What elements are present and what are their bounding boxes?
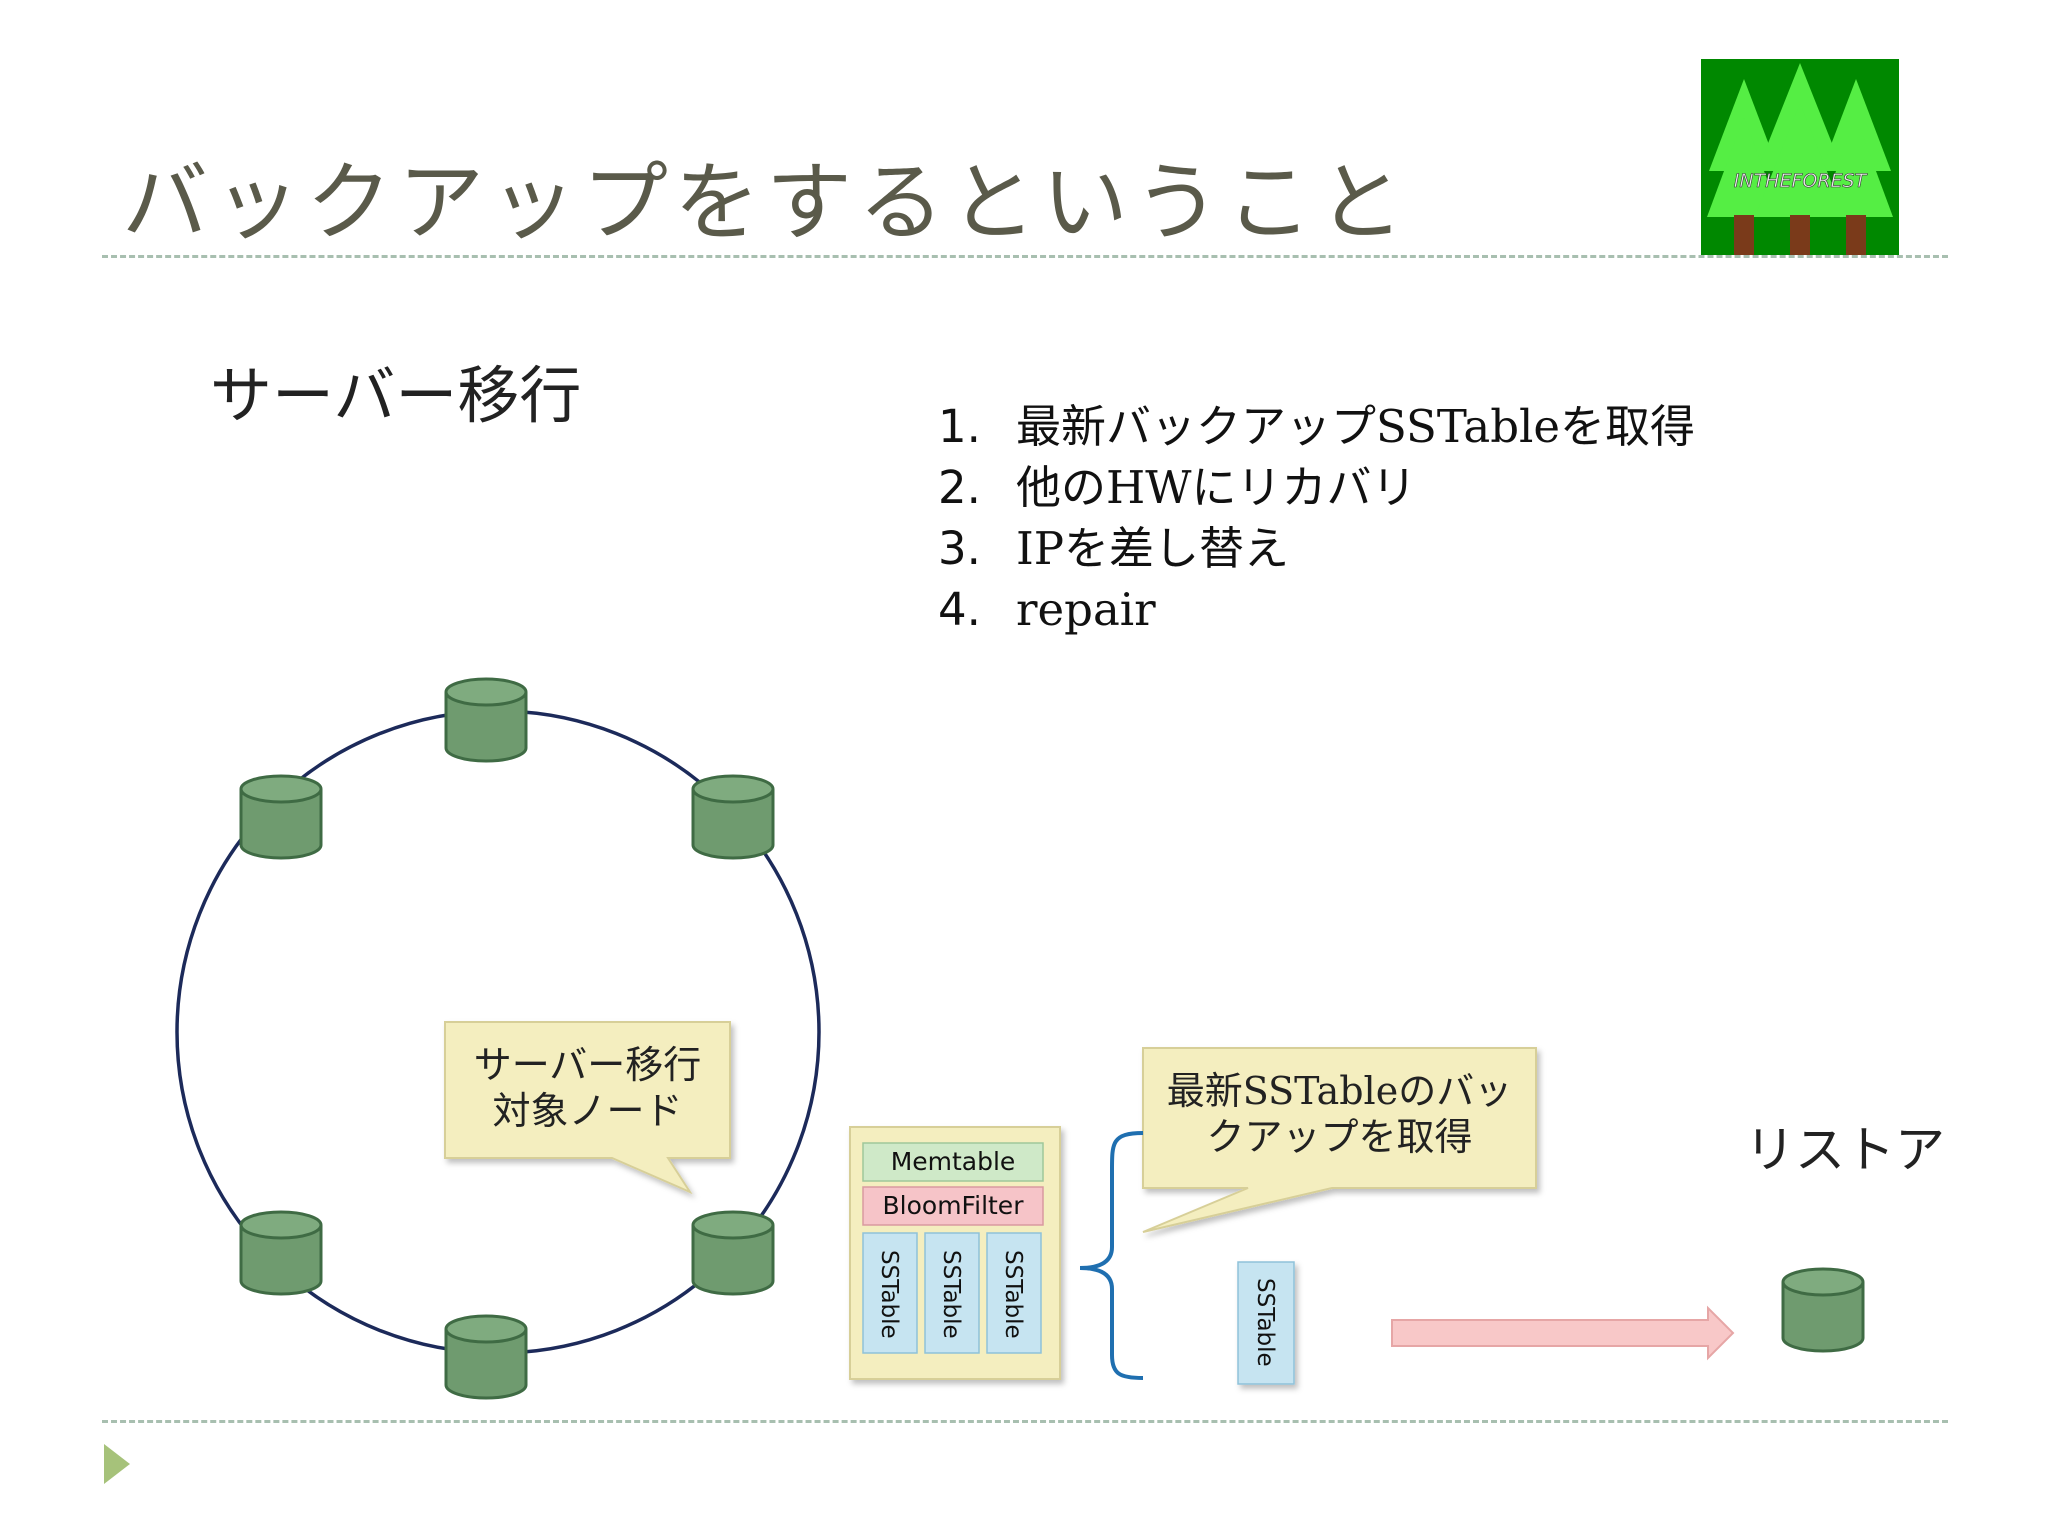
list-item: 3. IPを差し替え (938, 518, 1695, 579)
step-text: IPを差し替え (1016, 522, 1290, 575)
ring-node-bottom (444, 1314, 528, 1400)
step-text: 他のHWにリカバリ (1016, 461, 1417, 514)
ring-node-upper-right (691, 774, 775, 860)
restore-arrow (1391, 1305, 1735, 1361)
restore-label: リストア (1745, 1121, 1945, 1179)
list-item: 4. repair (938, 579, 1695, 640)
top-divider (102, 255, 1948, 258)
step-text: 最新バックアップSSTableを取得 (1016, 400, 1696, 453)
ring-node-top (444, 677, 528, 763)
sstable-box-1 (862, 1232, 918, 1354)
restore-node (1781, 1267, 1865, 1353)
backup-sstable-label: SSTable (1252, 1278, 1278, 1367)
memtable-label: Memtable (890, 1147, 1016, 1176)
callout-backup (1142, 1047, 1537, 1233)
step-number: 3. (938, 522, 981, 575)
step-number: 2. (938, 461, 981, 514)
sstable-label: SSTable (1000, 1250, 1026, 1339)
step-number: 1. (938, 400, 981, 453)
bottom-divider (102, 1420, 1948, 1423)
callout-line: 対象ノード (492, 1089, 683, 1133)
step-text: repair (1016, 583, 1156, 636)
ring-node-lower-left (239, 1210, 323, 1296)
callout-line: クアップを取得 (1206, 1115, 1473, 1159)
forest-logo: INTHEFOREST (1701, 59, 1899, 255)
logo-text: INTHEFOREST (1734, 170, 1868, 192)
callout-line: サーバー移行 (473, 1043, 702, 1087)
step-list: 1. 最新バックアップSSTableを取得 2. 他のHWにリカバリ 3. IPを差し… (938, 396, 1695, 640)
sstable-label: SSTable (876, 1250, 902, 1339)
sstable-label: SSTable (938, 1250, 964, 1339)
step-number: 4. (938, 583, 981, 636)
bloomfilter-box (862, 1186, 1044, 1226)
forest-logo-graphic: INTHEFOREST (1701, 59, 1899, 255)
ring-node-lower-right-target (691, 1210, 775, 1296)
list-item: 2. 他のHWにリカバリ (938, 457, 1695, 518)
ring-node-upper-left (239, 774, 323, 860)
callout-backup-text: 最新SSTableのバッ クアップを取得 (1143, 1068, 1536, 1160)
list-item: 1. 最新バックアップSSTableを取得 (938, 396, 1695, 457)
slide-title: バックアップをするということ (122, 153, 1410, 253)
callout-line: 最新SSTableのバッ (1166, 1069, 1513, 1113)
sstable-box-2 (924, 1232, 980, 1354)
brace (1079, 1131, 1144, 1380)
section-heading: サーバー移行 (210, 359, 582, 432)
callout-target-node-text: サーバー移行 対象ノード (445, 1042, 730, 1134)
sstable-box-3 (986, 1232, 1042, 1354)
backup-sstable-box (1237, 1261, 1295, 1385)
callout-target-node (444, 1021, 731, 1195)
play-triangle-icon (104, 1444, 130, 1484)
bloomfilter-label: BloomFilter (882, 1191, 1024, 1220)
memtable-box (862, 1142, 1044, 1182)
